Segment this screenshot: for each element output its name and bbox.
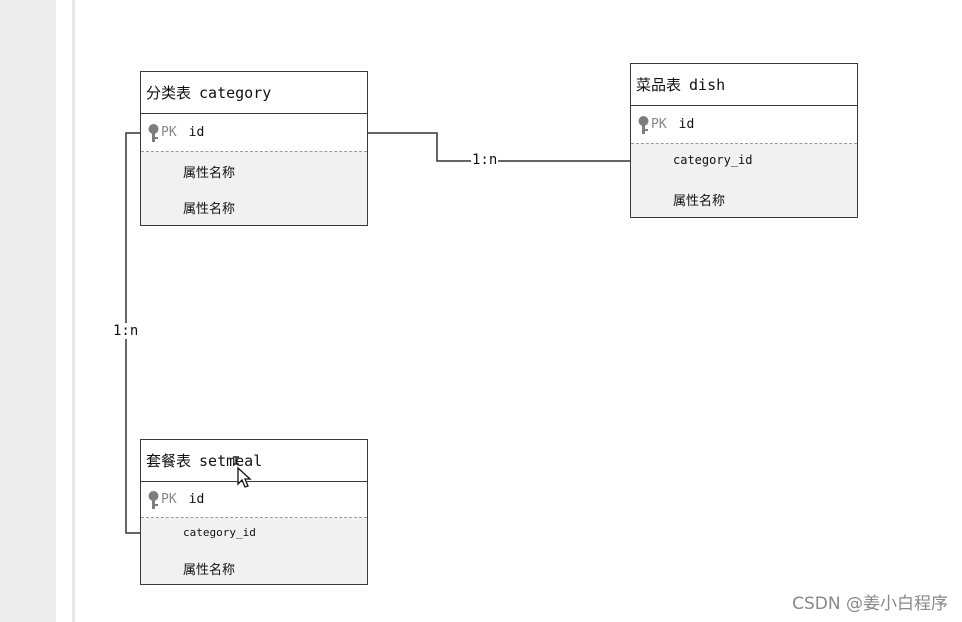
- pk-field: id: [188, 125, 205, 140]
- mouse-pointer-icon: [233, 456, 252, 488]
- entity-dish-title-en: dish: [689, 75, 726, 94]
- entity-dish-title-cn: 菜品表: [636, 76, 682, 94]
- relationship-label-category-setmeal: 1:n: [112, 323, 140, 339]
- pk-label: PK: [161, 125, 177, 140]
- entity-dish-header: 菜品表 dish: [631, 64, 857, 106]
- pk-label: PK: [651, 117, 667, 132]
- pk-label: PK: [161, 492, 177, 507]
- attribute-field: category_id: [673, 153, 753, 167]
- entity-setmeal-header: 套餐表 setmeal: [141, 440, 367, 482]
- primary-key-icon: [148, 490, 159, 509]
- entity-setmeal[interactable]: 套餐表 setmeal PK id category_id 属性名称: [140, 439, 368, 585]
- attribute-field: 属性名称: [183, 166, 236, 181]
- attribute-field: 属性名称: [183, 202, 236, 217]
- left-divider: [72, 0, 75, 622]
- entity-category-pk-row: PK id: [141, 114, 367, 152]
- entity-dish[interactable]: 菜品表 dish PK id category_id 属性名称: [630, 63, 858, 218]
- entity-category-header: 分类表 category: [141, 72, 367, 114]
- left-gutter: [0, 0, 56, 622]
- entity-category[interactable]: 分类表 category PK id 属性名称 属性名称: [140, 71, 368, 226]
- entity-category-title-cn: 分类表: [146, 84, 192, 102]
- entity-setmeal-pk-row: PK id: [141, 482, 367, 518]
- entity-setmeal-title-cn: 套餐表: [146, 452, 192, 470]
- watermark: CSDN @姜小白程序: [792, 594, 948, 614]
- entity-dish-pk-row: PK id: [631, 106, 857, 144]
- primary-key-icon: [148, 123, 159, 142]
- relationship-line-category-dish: [368, 132, 630, 162]
- pk-field: id: [188, 492, 205, 507]
- pk-field: id: [678, 117, 695, 132]
- attribute-field: category_id: [183, 526, 256, 539]
- attribute-field: 属性名称: [673, 194, 726, 209]
- attribute-field: 属性名称: [183, 563, 236, 578]
- entity-setmeal-title-en: setmeal: [199, 451, 263, 470]
- relationship-label-category-dish: 1:n: [471, 152, 499, 168]
- entity-category-title-en: category: [199, 83, 272, 102]
- primary-key-icon: [638, 115, 649, 134]
